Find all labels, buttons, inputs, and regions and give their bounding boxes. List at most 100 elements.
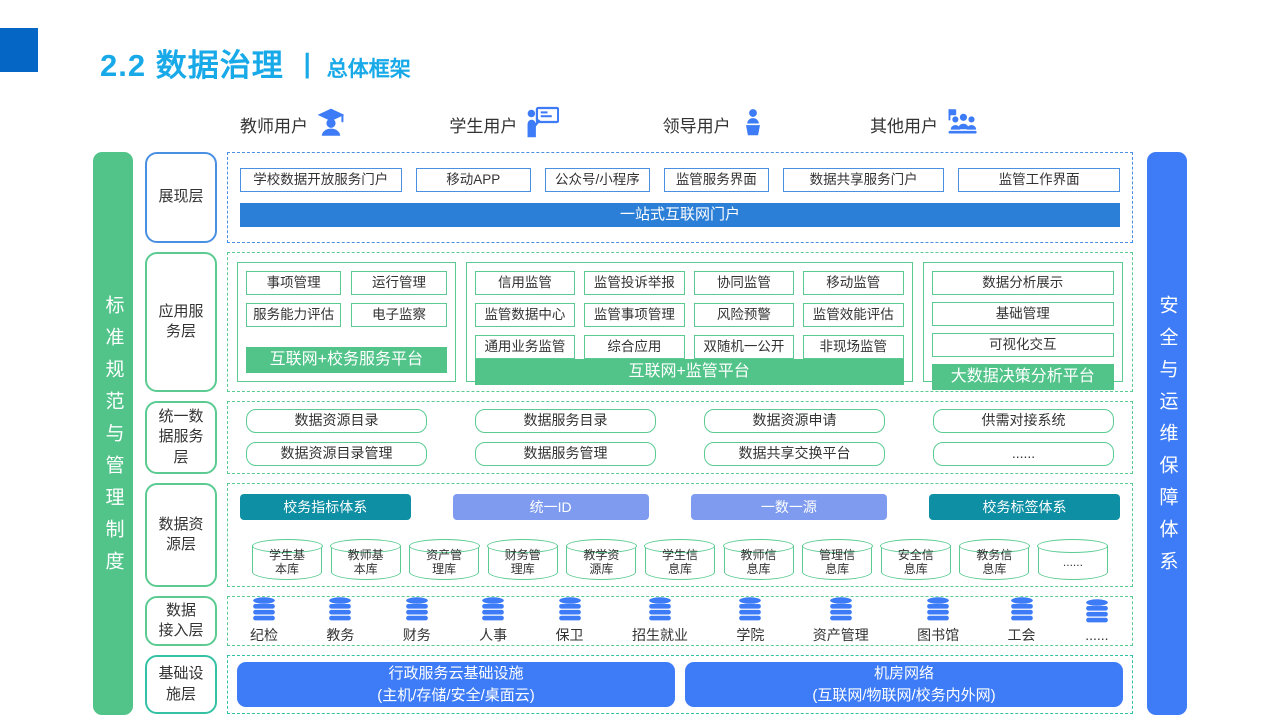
other-user-label: 其他用户	[869, 116, 938, 136]
database-cylinder: ......	[1037, 539, 1109, 580]
database-cylinder-label: 教师基 本库	[347, 547, 384, 576]
corner-accent-square	[0, 28, 38, 72]
data-service-box: 数据资源目录	[246, 409, 427, 433]
layer-data-service: 统一数 据服务 层 数据资源目录 数据服务目录 数据资源申请 供需对接系统 数据…	[145, 401, 1133, 474]
campus-tag-bar: 校务标签体系	[928, 494, 1120, 520]
cloud-infrastructure-box: 行政服务云基础设施 (主机/存储/安全/桌面云)	[237, 662, 675, 707]
layer-data-resource: 数据资 源层 校务指标体系 统一ID 一数一源 校务标签体系 学生基 本库 教师…	[145, 483, 1133, 587]
layer-application: 应用服 务层 事项管理 运行管理 服务能力评估 电子监察 互联	[145, 252, 1133, 392]
layer-body-data-service: 数据资源目录 数据服务目录 数据资源申请 供需对接系统 数据资源目录管理 数据服…	[227, 401, 1133, 474]
database-icon	[647, 597, 673, 624]
network-title: 机房网络	[873, 664, 934, 682]
network-subtitle: (互联网/物联网/校务内外网)	[812, 686, 996, 704]
app-group-campus-service: 事项管理 运行管理 服务能力评估 电子监察 互联网+校务服务平台	[237, 262, 456, 382]
cloud-infrastructure-title: 行政服务云基础设施	[388, 664, 524, 682]
data-source-item: 纪检	[250, 597, 278, 645]
database-cylinder: 资产管 理库	[408, 539, 480, 580]
portal-box: 监管服务界面	[663, 168, 769, 192]
data-source-item: 教务	[326, 597, 354, 645]
data-resource-header-bars: 校务指标体系 统一ID 一数一源 校务标签体系	[240, 494, 1120, 520]
supervision-platform-bar: 互联网+监管平台	[474, 359, 904, 385]
data-service-box: 数据服务管理	[475, 442, 656, 466]
unified-id-bar: 统一ID	[452, 494, 649, 520]
data-source-label: 纪检	[250, 627, 278, 643]
app-box: 监管投诉举报	[584, 271, 685, 295]
layer-label-presentation: 展现层	[145, 152, 217, 243]
database-icon	[404, 597, 430, 624]
app-box: 协同监管	[693, 271, 795, 295]
database-icon	[327, 597, 353, 624]
presentation-portal-boxes: 学校数据开放服务门户 移动APP 公众号/小程序 监管服务界面 数据共享服务门户…	[240, 168, 1120, 192]
student-icon	[525, 106, 560, 143]
app-box: 电子监察	[351, 303, 447, 327]
data-source-item: 保卫	[556, 597, 584, 645]
layer-body-presentation: 学校数据开放服务门户 移动APP 公众号/小程序 监管服务界面 数据共享服务门户…	[227, 152, 1133, 243]
layer-label-data-service: 统一数 据服务 层	[145, 401, 217, 474]
app-box: 监管事项管理	[584, 303, 685, 327]
cloud-infrastructure-subtitle: (主机/存储/安全/桌面云)	[377, 686, 535, 704]
portal-box: 数据共享服务门户	[782, 168, 945, 192]
layer-label-data-resource: 数据资 源层	[145, 483, 217, 587]
app-box: 数据分析展示	[931, 271, 1114, 295]
user-other: 其他用户	[870, 108, 980, 141]
data-source-label: ......	[1085, 627, 1109, 643]
user-student: 学生用户	[449, 106, 560, 143]
framework-diagram: 展现层 学校数据开放服务门户 移动APP 公众号/小程序 监管服务界面 数据共享…	[145, 152, 1133, 715]
portal-box: 公众号/小程序	[544, 168, 650, 192]
data-source-item: 人事	[479, 597, 507, 645]
database-cylinder: 学生基 本库	[251, 539, 323, 580]
layer-label-infrastructure: 基础设 施层	[145, 655, 217, 714]
app-box: 风险预警	[693, 303, 795, 327]
data-source-label: 人事	[479, 627, 508, 643]
portal-box: 监管工作界面	[958, 168, 1120, 192]
portal-box: 学校数据开放服务门户	[240, 168, 402, 192]
app-box: 通用业务监管	[474, 335, 576, 359]
data-source-label: 资产管理	[812, 627, 869, 643]
supervision-boxes: 信用监管 监管投诉举报 协同监管 移动监管 监管数据中心 监管事项管理 风险	[474, 271, 904, 359]
layer-data-access: 数据 接入层 纪检 教务	[145, 596, 1133, 646]
database-icon	[251, 597, 277, 624]
database-cylinder-label: ......	[1062, 554, 1083, 569]
database-cylinders: 学生基 本库 教师基 本库 资产管 理库 财务管 理库 教学资 源库 学生信 息…	[240, 539, 1120, 580]
app-box: 移动监管	[803, 271, 904, 295]
data-source-label: 图书馆	[917, 627, 960, 643]
database-cylinder: 教务信 息库	[958, 539, 1030, 580]
data-source-item: 工会	[1008, 597, 1036, 645]
app-group-supervision: 信用监管 监管投诉举报 协同监管 移动监管 监管数据中心 监管事项管理 风险	[465, 262, 913, 385]
database-cylinder-label: 教务信 息库	[976, 547, 1013, 576]
layer-label-application: 应用服 务层	[145, 252, 217, 392]
database-cylinder: 学生信 息库	[644, 539, 716, 580]
app-box: 事项管理	[246, 271, 342, 295]
database-cylinder-label: 财务管 理库	[504, 547, 541, 576]
app-group-bigdata-analysis: 数据分析展示 基础管理 可视化交互 大数据决策分析平台	[922, 262, 1123, 390]
data-source-item: 图书馆	[917, 597, 959, 645]
data-source-label: 财务	[402, 627, 431, 643]
campus-service-boxes: 事项管理 运行管理 服务能力评估 电子监察	[246, 271, 447, 327]
right-side-bar-security: 安全与运维保障体系	[1147, 152, 1187, 715]
data-service-box: ......	[933, 442, 1114, 466]
user-row: 教师用户 学生用户 领导用户 其他用户	[240, 103, 980, 145]
campus-indicator-bar: 校务指标体系	[240, 494, 411, 520]
student-user-label: 学生用户	[449, 116, 518, 136]
database-cylinder: 教师基 本库	[330, 539, 402, 580]
user-teacher: 教师用户	[240, 107, 346, 142]
internet-portal-bar: 一站式互联网门户	[240, 203, 1120, 227]
data-service-box: 供需对接系统	[933, 409, 1114, 433]
app-box: 监管数据中心	[474, 303, 576, 327]
database-cylinder-label: 管理信 息库	[819, 547, 856, 576]
database-cylinder: 安全信 息库	[880, 539, 952, 580]
data-source-item: 学院	[736, 597, 764, 645]
title-separator: 丨	[293, 52, 321, 82]
app-box: 综合应用	[584, 335, 685, 359]
data-source-item: 招生就业	[632, 597, 688, 645]
user-leader: 领导用户	[663, 107, 767, 142]
database-cylinder-label: 学生信 息库	[661, 547, 698, 576]
data-source-label: 学院	[736, 627, 765, 643]
title-main: 2.2 数据治理	[100, 48, 284, 83]
layer-body-data-access: 纪检 教务 财务	[227, 596, 1133, 646]
database-cylinder: 教师信 息库	[723, 539, 795, 580]
teacher-user-label: 教师用户	[240, 116, 308, 136]
app-box: 信用监管	[474, 271, 576, 295]
database-icon	[480, 597, 506, 624]
database-icon	[1009, 597, 1035, 624]
